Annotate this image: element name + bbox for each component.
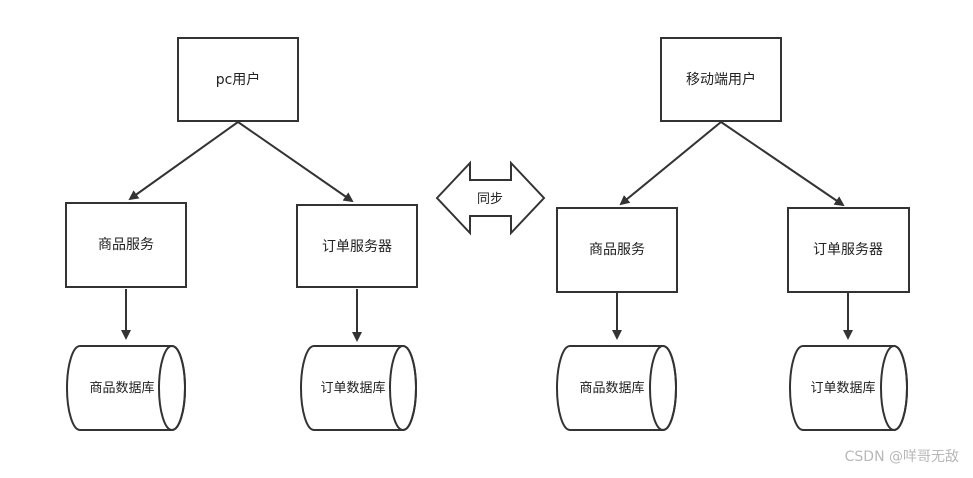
left-product-db-label: 商品数据库 bbox=[89, 380, 154, 396]
left-group: pc用户 商品服务 订单服务器 商品数据库 订单数据库 bbox=[65, 37, 418, 431]
left-product-service-label: 商品服务 bbox=[98, 237, 154, 253]
right-product-db-label: 商品数据库 bbox=[579, 380, 644, 396]
right-order-service-box bbox=[787, 207, 910, 293]
left-arrow-to-product-service bbox=[128, 121, 239, 201]
watermark: CSDN @咩哥无敌 bbox=[844, 449, 959, 465]
right-order-db-cylinder bbox=[789, 345, 908, 431]
right-user-label: 移动端用户 bbox=[686, 71, 756, 88]
right-arrow-to-product-service bbox=[619, 121, 722, 206]
right-order-service-label: 订单服务器 bbox=[813, 242, 883, 258]
right-product-service-label: 商品服务 bbox=[589, 242, 645, 258]
right-arrow-to-order-service bbox=[720, 121, 845, 207]
sync-label: 同步 bbox=[477, 192, 503, 207]
left-order-service-label: 订单服务器 bbox=[322, 239, 392, 255]
left-order-db-cylinder bbox=[300, 345, 417, 431]
right-group: 移动端用户 商品服务 订单服务器 商品数据库 订单数据库 bbox=[556, 37, 910, 431]
sync-double-arrow: 同步 bbox=[435, 160, 546, 236]
left-product-db-cylinder bbox=[66, 345, 186, 431]
right-product-service-box bbox=[556, 207, 678, 293]
left-order-db-label: 订单数据库 bbox=[320, 380, 385, 396]
right-product-db-cylinder bbox=[556, 345, 677, 431]
left-user-box bbox=[177, 37, 299, 122]
left-product-service-box bbox=[65, 202, 187, 288]
left-order-service-box bbox=[296, 204, 418, 288]
left-user-label: pc用户 bbox=[216, 71, 261, 88]
right-user-box bbox=[660, 37, 782, 122]
right-order-db-label: 订单数据库 bbox=[810, 380, 875, 396]
left-arrow-to-order-service bbox=[237, 121, 354, 203]
